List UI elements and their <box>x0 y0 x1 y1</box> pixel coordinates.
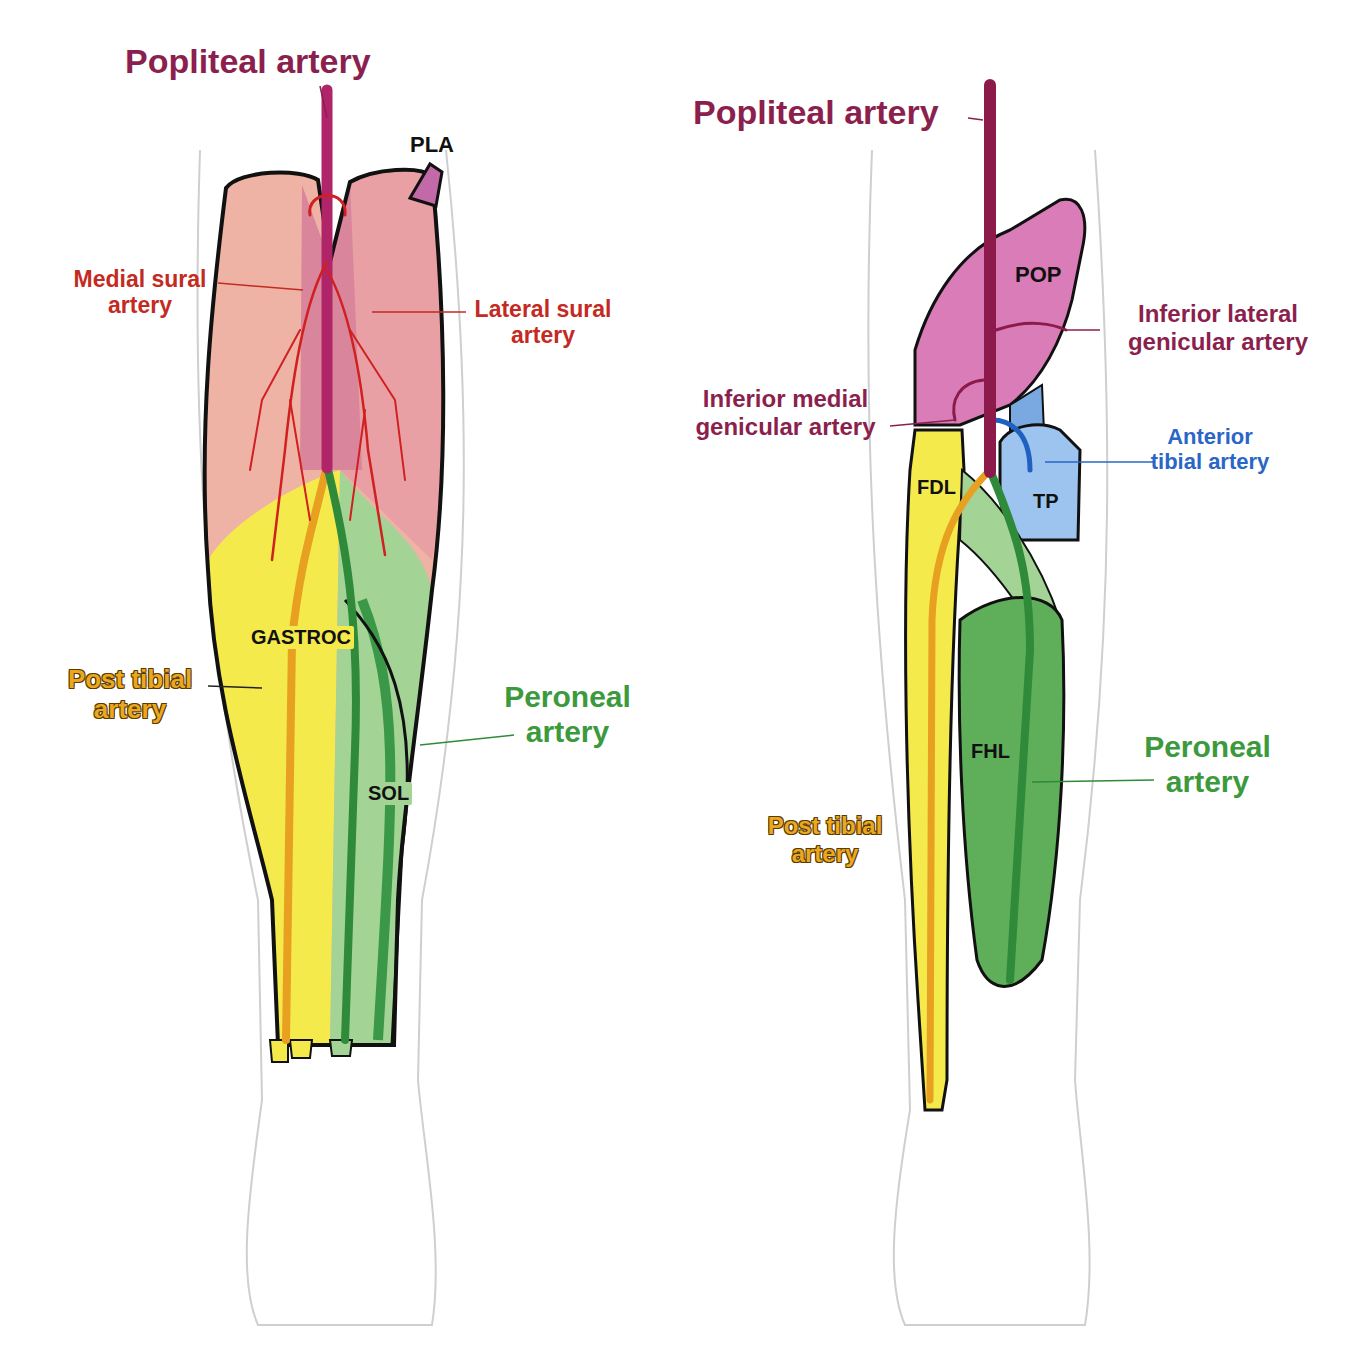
artery-label: Peroneal artery <box>485 680 650 749</box>
left-leader-lines <box>208 86 514 745</box>
leader-line <box>320 86 327 118</box>
muscle-label: TP <box>1030 490 1062 513</box>
medial-sural-branch <box>272 262 327 560</box>
leader-line <box>420 735 514 745</box>
muscle-label: SOL <box>365 782 412 805</box>
anterior-tibial-artery <box>992 420 1030 470</box>
leader-line <box>890 420 955 426</box>
peroneal-artery <box>327 465 356 1040</box>
leader-line <box>1032 780 1154 782</box>
artery-label: Anterior tibial artery <box>1150 424 1270 475</box>
muscle-label: GASTROC <box>248 626 354 649</box>
popliteal-artery <box>984 85 996 472</box>
genicular-loop <box>310 195 345 215</box>
leader-line <box>1066 329 1100 331</box>
inferior-lateral-genicular <box>996 323 1066 330</box>
popliteus-muscle <box>915 199 1085 425</box>
artery-label: Lateral sural artery <box>448 296 638 349</box>
left-arteries <box>250 90 405 1040</box>
artery-label: Inferior medial genicular artery <box>678 385 893 440</box>
artery-label: Peroneal artery <box>1125 730 1290 799</box>
faint-leg-outline <box>197 150 1107 1325</box>
tendon <box>330 1040 352 1056</box>
dark-green-strip <box>362 600 390 1040</box>
tendon <box>290 1040 312 1058</box>
medial-sural-branch <box>250 330 300 470</box>
artery-label: Medial sural artery <box>50 266 230 319</box>
leader-line <box>208 686 262 688</box>
muscle-label: POP <box>1012 262 1064 287</box>
artery-label: Popliteal artery <box>125 42 371 81</box>
leader-line <box>968 118 983 120</box>
muscle-label: PLA <box>410 132 454 157</box>
leader-line <box>1045 461 1155 463</box>
post-tibial-artery <box>930 470 990 1100</box>
post-tibial-artery <box>286 465 327 1040</box>
leader-line <box>218 283 303 290</box>
artery-label: Post tibial artery <box>745 812 905 867</box>
artery-label: Inferior lateral genicular artery <box>1108 300 1328 355</box>
lateral-sural-branch <box>350 410 365 520</box>
muscle-label: FDL <box>914 476 959 499</box>
right-leader-lines <box>890 118 1155 782</box>
artery-label: Popliteal artery <box>693 93 939 132</box>
inferior-medial-genicular <box>954 380 984 420</box>
artery-label: Post tibial artery <box>45 665 215 725</box>
right-arteries <box>930 85 1066 1100</box>
peroneal-artery <box>990 470 1030 980</box>
muscle-label: FHL <box>968 740 1013 763</box>
leader-line <box>372 311 466 313</box>
medial-sural-branch <box>290 400 310 520</box>
plantaris-muscle <box>410 164 442 206</box>
